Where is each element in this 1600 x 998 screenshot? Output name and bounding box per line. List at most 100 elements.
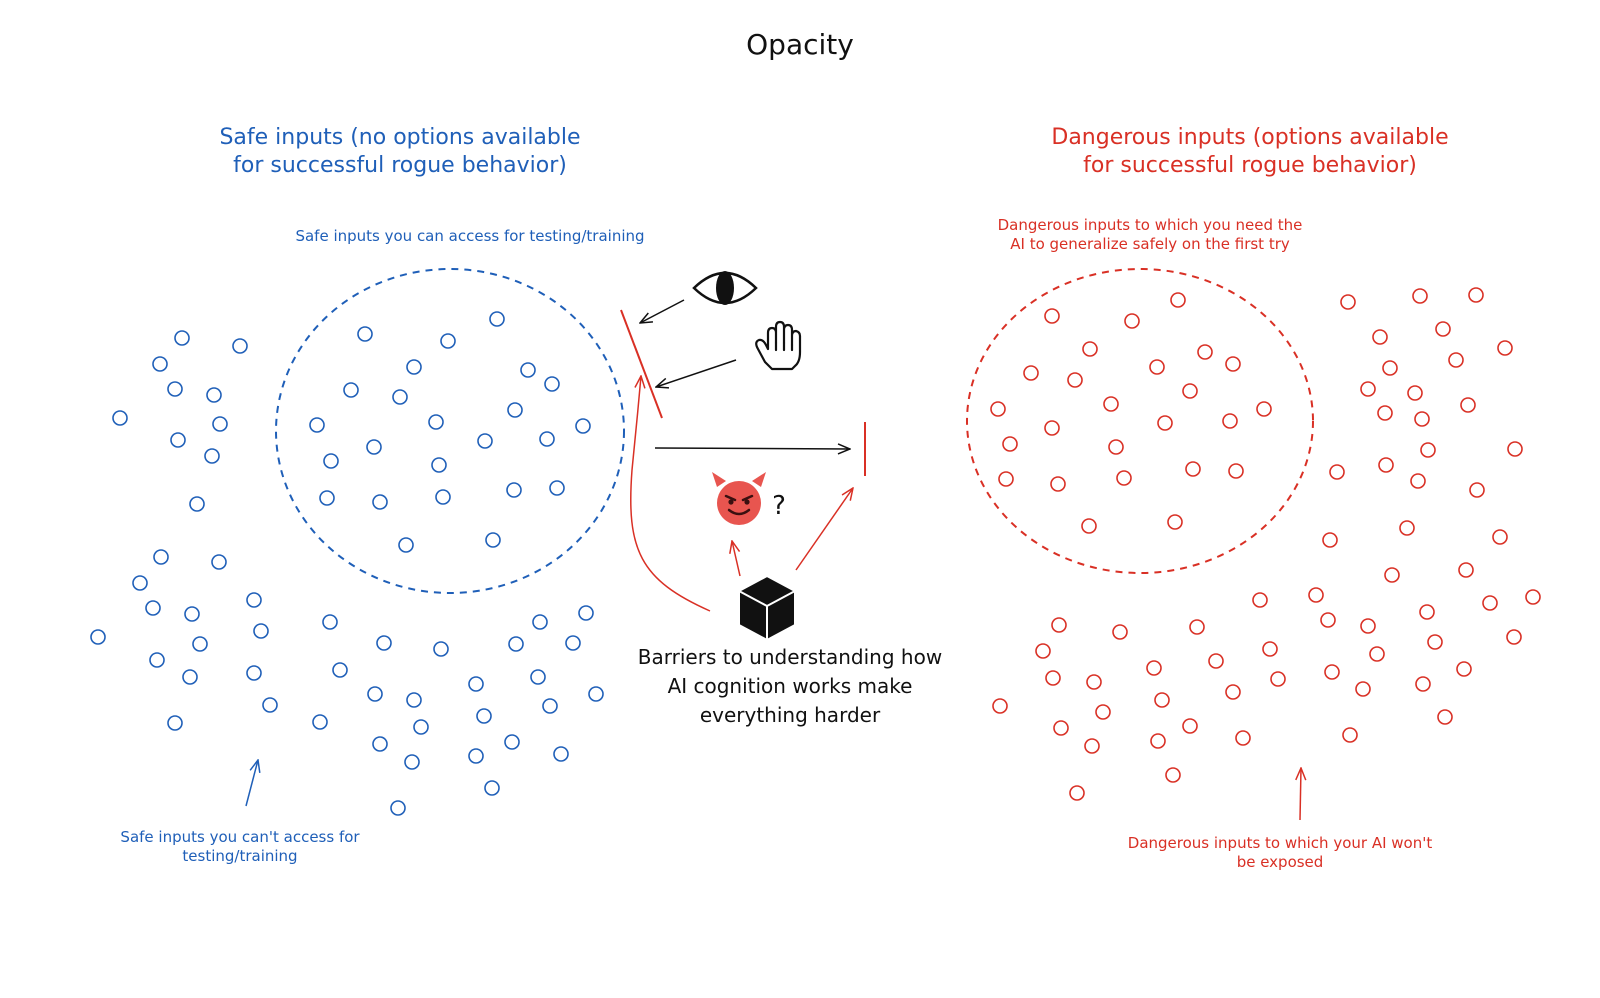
safe-input-dot — [520, 362, 536, 378]
danger-input-dot — [1150, 733, 1166, 749]
danger-input-dot — [1082, 341, 1098, 357]
danger-input-dot — [1322, 532, 1338, 548]
danger-input-dot — [1182, 383, 1198, 399]
safe-input-dot — [390, 800, 406, 816]
box-to-devil-arrow — [732, 541, 741, 577]
safe-input-dot — [212, 416, 228, 432]
danger-input-dot — [992, 698, 1008, 714]
danger-input-dot — [1157, 415, 1173, 431]
danger-input-dot — [1208, 653, 1224, 669]
safe-input-dot — [323, 453, 339, 469]
safe-inaccessible-label: Safe inputs you can't access for testing… — [100, 828, 380, 866]
danger-input-dot — [1084, 738, 1100, 754]
danger-input-dot — [1414, 411, 1430, 427]
safe-input-dot — [578, 605, 594, 621]
safe-input-dot — [507, 402, 523, 418]
eye-icon — [692, 271, 758, 305]
safe-no-access-line: testing/training — [182, 847, 298, 865]
danger-input-dot — [1053, 720, 1069, 736]
danger-input-dot — [1360, 618, 1376, 634]
danger-input-dot — [1308, 587, 1324, 603]
safe-input-dot — [206, 387, 222, 403]
danger-input-dot — [1222, 413, 1238, 429]
safe-input-dot — [398, 537, 414, 553]
danger-input-dot — [1256, 401, 1272, 417]
safe-input-dot — [167, 715, 183, 731]
devil-icon — [712, 472, 766, 525]
safe-input-dot — [184, 606, 200, 622]
safe-input-dot — [433, 641, 449, 657]
safe-input-dot — [152, 356, 168, 372]
safe-input-dot — [549, 480, 565, 496]
danger-input-dot — [1086, 674, 1102, 690]
safe-input-dot — [575, 418, 591, 434]
danger-input-dot — [1050, 476, 1066, 492]
danger-input-dot — [1437, 709, 1453, 725]
safe-heading-line: for successful rogue behavior) — [233, 153, 567, 178]
question-mark: ? — [772, 491, 786, 521]
danger-input-dot — [1342, 727, 1358, 743]
danger-input-dot — [1329, 464, 1345, 480]
danger-input-dot — [1412, 288, 1428, 304]
danger-input-dot — [1415, 676, 1431, 692]
danger-first-try-label: Dangerous inputs to which you need the A… — [950, 216, 1350, 254]
safe-input-dot — [357, 326, 373, 342]
danger-input-dot — [1355, 681, 1371, 697]
safe-accessible-region — [275, 268, 625, 594]
danger-input-dot — [1067, 372, 1083, 388]
safe-input-dot — [428, 414, 444, 430]
safe-input-dot — [332, 662, 348, 678]
safe-input-dot — [309, 417, 325, 433]
safe-input-dot — [174, 330, 190, 346]
danger-input-dot — [1051, 617, 1067, 633]
safe-input-dot — [565, 635, 581, 651]
danger-input-dot — [1252, 592, 1268, 608]
safe-heading-line: Safe inputs (no options available — [219, 125, 581, 150]
danger-input-dot — [1378, 457, 1394, 473]
danger-input-dot — [1189, 619, 1205, 635]
danger-input-dot — [1377, 405, 1393, 421]
barriers-caption-line: AI cognition works make — [667, 674, 913, 698]
danger-input-dot — [1044, 420, 1060, 436]
danger-input-dot — [1382, 360, 1398, 376]
danger-input-dot — [1270, 671, 1286, 687]
danger-input-dot — [1468, 287, 1484, 303]
danger-input-dot — [1185, 461, 1201, 477]
safe-input-dot — [539, 431, 555, 447]
danger-input-dot — [1044, 308, 1060, 324]
danger-not-exposed-arrow — [1300, 768, 1301, 821]
safe-input-dot — [544, 376, 560, 392]
safe-input-dot — [392, 389, 408, 405]
safe-accessible-label: Safe inputs you can access for testing/t… — [295, 227, 645, 245]
danger-first-try-region — [966, 268, 1314, 574]
safe-input-dot — [476, 708, 492, 724]
safe-input-dot — [204, 448, 220, 464]
safe-input-dot — [343, 382, 359, 398]
safe-input-dot — [376, 635, 392, 651]
danger-input-dot — [1081, 518, 1097, 534]
danger-input-dot — [1262, 641, 1278, 657]
danger-input-dot — [1045, 670, 1061, 686]
danger-input-dot — [1023, 365, 1039, 381]
safe-input-dot — [153, 549, 169, 565]
danger-input-dot — [1407, 385, 1423, 401]
safe-input-dot — [484, 780, 500, 796]
box-to-barrier-arrow — [630, 376, 711, 612]
danger-not-exposed-label: Dangerous inputs to which your AI won't … — [1110, 834, 1450, 872]
safe-input-dot — [485, 532, 501, 548]
danger-input-dot — [1419, 604, 1435, 620]
danger-input-dot — [1225, 356, 1241, 372]
safe-input-dot — [532, 614, 548, 630]
box-to-right-barrier-arrow — [795, 488, 853, 571]
safe-input-dot — [90, 629, 106, 645]
safe-input-dot — [112, 410, 128, 426]
danger-input-dot — [1095, 704, 1111, 720]
danger-input-dot — [1399, 520, 1415, 536]
danger-input-dot — [1225, 684, 1241, 700]
safe-input-dot — [366, 439, 382, 455]
danger-input-dot — [1170, 292, 1186, 308]
danger-input-dot — [1324, 664, 1340, 680]
safe-input-dot — [367, 686, 383, 702]
danger-input-dot — [1069, 785, 1085, 801]
danger-input-dot — [1427, 634, 1443, 650]
